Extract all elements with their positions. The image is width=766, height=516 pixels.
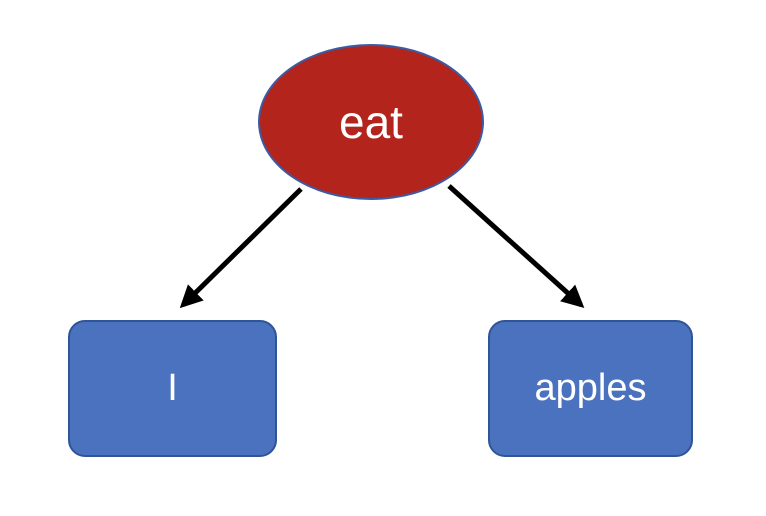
- root-node-label: eat: [339, 96, 403, 148]
- child-node-i: I: [68, 320, 277, 457]
- child-node-label: I: [167, 367, 178, 409]
- edge-eat-to-i-arrow: [179, 187, 303, 309]
- edge-eat-to-apples-arrow: [447, 184, 585, 309]
- root-node-eat: eat: [258, 44, 484, 200]
- child-node-label: apples: [534, 367, 647, 409]
- child-node-apples: apples: [488, 320, 693, 457]
